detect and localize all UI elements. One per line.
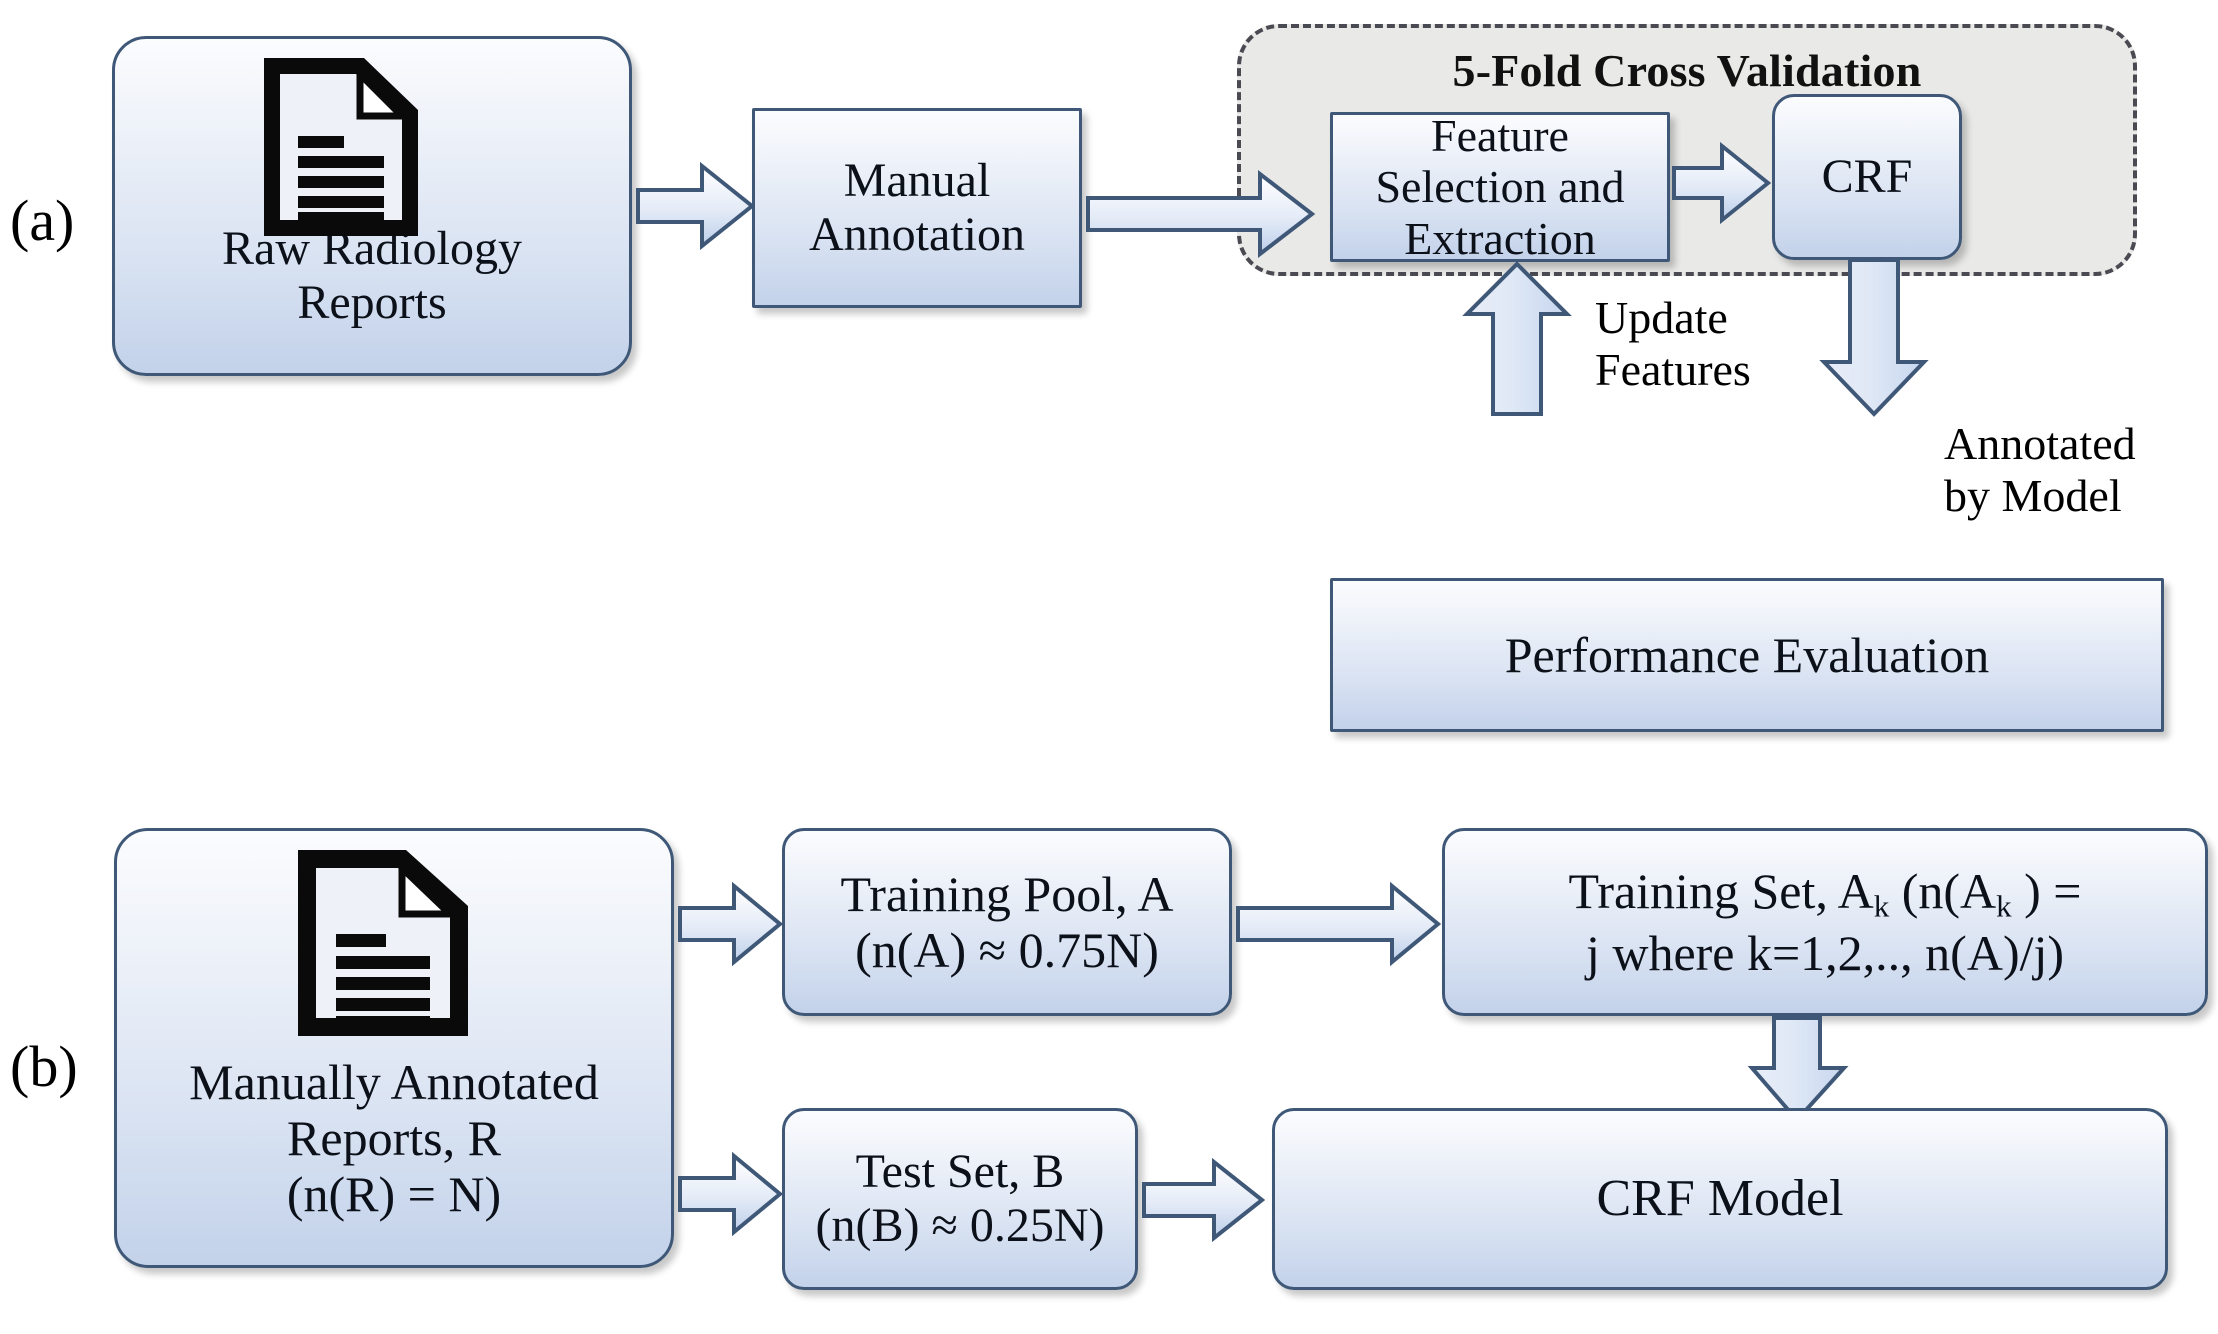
arrow-annotated-by-model xyxy=(1819,258,1930,418)
edge-label-update-features: Update Features xyxy=(1595,292,1751,395)
feature-selection-line2: Selection and xyxy=(1375,161,1625,213)
crf-model-label: CRF Model xyxy=(1596,1169,1844,1227)
training-set-line2: j where k=1,2,.., n(A)/j) xyxy=(1585,924,2065,981)
cross-validation-title: 5-Fold Cross Validation xyxy=(1452,45,1922,96)
arrow-annotation-to-feature xyxy=(1086,169,1316,259)
node-crf-model[interactable]: CRF Model xyxy=(1272,1108,2168,1290)
training-set-sub2: k xyxy=(1996,888,2012,924)
crf-label: CRF xyxy=(1821,150,1913,204)
arrow-test-set-to-crf-model xyxy=(1142,1157,1266,1243)
training-pool-line2: (n(A) ≈ 0.75N) xyxy=(855,922,1159,978)
training-set-sub1: k xyxy=(1873,888,1890,924)
annotated-by-model-line1: Annotated xyxy=(1944,418,2136,469)
manual-reports-line1: Manually Annotated xyxy=(189,1054,599,1110)
arrow-pool-to-training-set xyxy=(1236,881,1442,967)
manual-annotation-line1: Manual xyxy=(843,154,991,208)
document-icon xyxy=(256,52,426,247)
node-performance-evaluation[interactable]: Performance Evaluation xyxy=(1330,578,2164,732)
node-test-set[interactable]: Test Set, B (n(B) ≈ 0.25N) xyxy=(782,1108,1138,1290)
manual-reports-line3: (n(R) = N) xyxy=(286,1166,502,1222)
arrow-training-set-to-crf-model xyxy=(1746,1016,1850,1124)
arrow-update-features xyxy=(1462,261,1573,416)
node-training-set[interactable]: Training Set, Ak (n(Ak ) = j where k=1,2… xyxy=(1442,828,2208,1016)
test-set-line1: Test Set, B xyxy=(855,1145,1065,1199)
node-training-pool[interactable]: Training Pool, A (n(A) ≈ 0.75N) xyxy=(782,828,1232,1016)
document-icon xyxy=(290,844,476,1049)
training-set-line1b: (n(A xyxy=(1889,863,1997,920)
arrow-reports-to-test-set xyxy=(678,1151,784,1237)
arrow-feature-to-crf xyxy=(1672,141,1772,225)
panel-label-a: (a) xyxy=(10,188,75,253)
test-set-line2: (n(B) ≈ 0.25N) xyxy=(815,1199,1105,1252)
performance-evaluation-label: Performance Evaluation xyxy=(1504,627,1990,683)
training-pool-line1: Training Pool, A xyxy=(840,866,1174,922)
edge-label-annotated-by-model: Annotated by Model xyxy=(1944,418,2136,521)
node-feature-selection-extraction[interactable]: Feature Selection and Extraction xyxy=(1330,109,1670,264)
training-set-line1a: Training Set, A xyxy=(1568,863,1874,920)
manual-reports-line2: Reports, R xyxy=(287,1110,501,1166)
training-set-line1c: ) = xyxy=(2011,863,2082,920)
feature-selection-line1: Feature xyxy=(1431,109,1569,161)
raw-reports-line2: Reports xyxy=(297,276,447,329)
arrow-reports-to-training-pool xyxy=(678,881,784,967)
update-features-line1: Update xyxy=(1595,292,1728,343)
manual-annotation-line2: Annotation xyxy=(809,208,1025,261)
arrow-reports-to-annotation xyxy=(636,161,756,251)
update-features-line2: Features xyxy=(1595,343,1751,395)
node-manual-annotation[interactable]: Manual Annotation xyxy=(752,108,1082,308)
panel-label-b: (b) xyxy=(10,1034,78,1099)
node-crf[interactable]: CRF xyxy=(1772,94,1962,260)
feature-selection-line3: Extraction xyxy=(1404,212,1596,264)
annotated-by-model-line2: by Model xyxy=(1944,469,2122,521)
